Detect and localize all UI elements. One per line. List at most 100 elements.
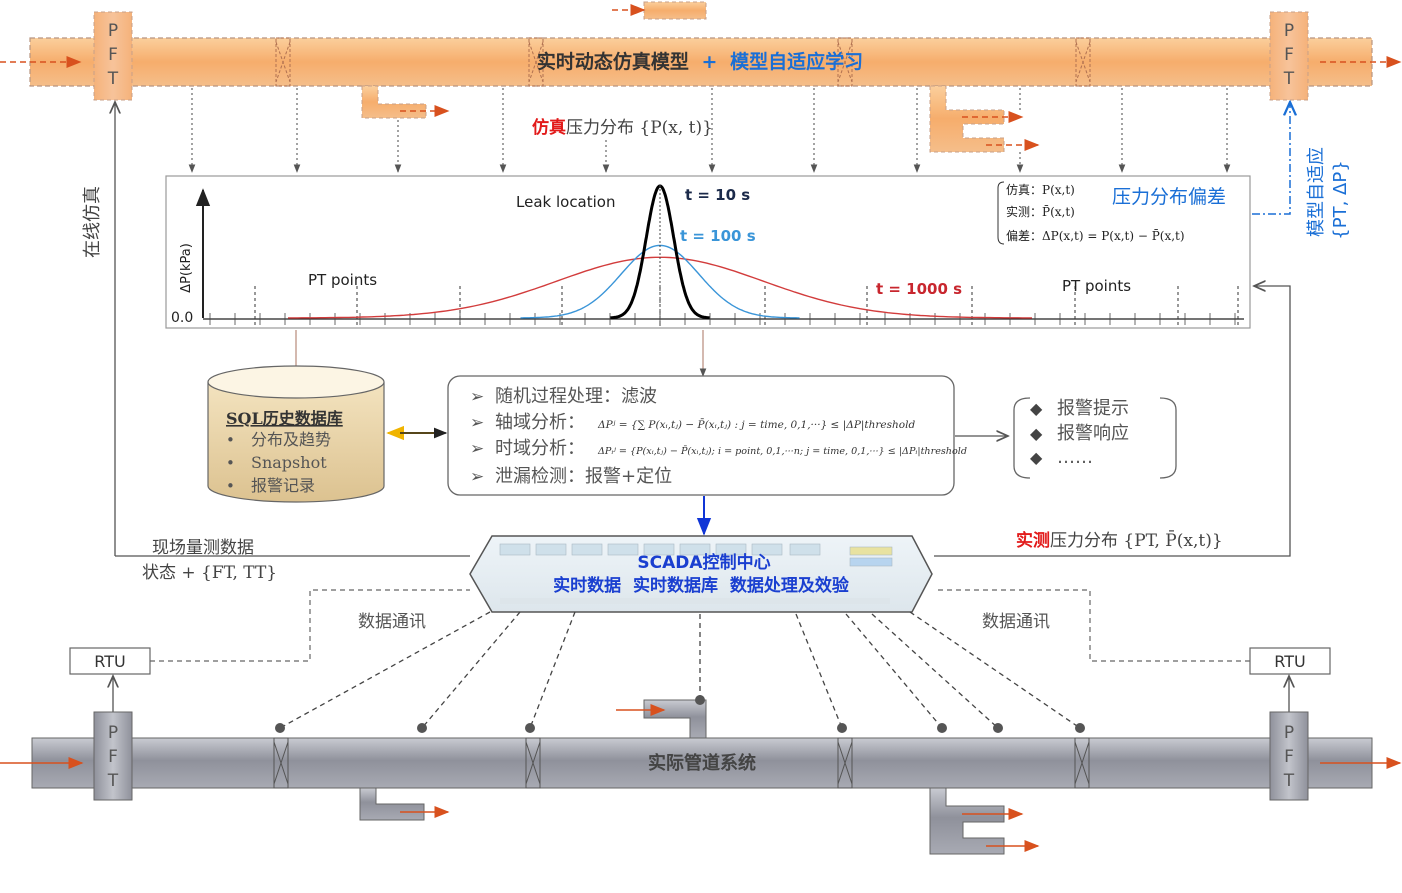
series-label-t100: t = 100 s (680, 227, 756, 245)
analysis-item: 时域分析： (495, 438, 585, 459)
analysis-bullet: ➢ (470, 439, 484, 459)
formula-dev: 偏差：ΔP(x,t) = P(x,t) − P̄(x,t) (1006, 228, 1185, 243)
analysis-bullet: ➢ (470, 467, 484, 487)
alarm-bullet: ◆ (1030, 399, 1043, 418)
pft-letter: P (108, 21, 118, 41)
formula-sim: 仿真：P(x,t) (1006, 183, 1075, 197)
rtu-right-label: RTU (1274, 652, 1305, 671)
db-item: 分布及趋势 (251, 430, 331, 449)
sensor-dot (695, 695, 705, 705)
pipe-top-branch (643, 699, 707, 739)
top-branch-stub (643, 1, 707, 20)
axis-domain-formula: ΔPʲ = {∑ P(xᵢ,tⱼ) − P̄(xᵢ,tⱼ) : j = time… (597, 418, 915, 432)
pipeline-label: 实际管道系统 (648, 752, 756, 774)
adaptive-label-line2: {PT, ΔP} (1330, 160, 1351, 239)
pft-letter: T (1283, 771, 1295, 791)
sim-pft-right-letters: P F T (1283, 21, 1295, 89)
pft-letter: T (107, 771, 119, 791)
field-data-line2: 状态 + {FT, TT} (142, 563, 277, 583)
analysis-box: ➢ 随机过程处理：滤波 ➢ 轴域分析： ΔPʲ = {∑ P(xᵢ,tⱼ) − … (447, 375, 967, 496)
chart-frame (165, 175, 1251, 329)
sim-pft-right (1269, 11, 1309, 101)
pipe-branch-left (359, 787, 425, 821)
sensor-lines (279, 611, 1081, 729)
alarm-item: 报警提示 (1057, 398, 1129, 419)
sim-pft-left-letters: P F T (107, 21, 119, 89)
chart-legend-title: 压力分布偏差 (1112, 186, 1226, 208)
series-label-t1000: t = 1000 s (876, 280, 962, 298)
chart-ylabel: ΔP(kPa) (179, 243, 194, 293)
sim-to-chart-arrows (188, 88, 1231, 173)
scada-subtitle: 实时数据 实时数据库 数据处理及效验 (553, 575, 850, 596)
pft-letter: T (107, 69, 119, 89)
db-bullet: • (226, 477, 235, 495)
pft-letter: F (1284, 747, 1294, 767)
pft-letter: P (1284, 21, 1294, 41)
alarm-bullet: ◆ (1030, 448, 1043, 467)
alarm-item: 报警响应 (1057, 423, 1129, 444)
sensor-dot (275, 723, 285, 733)
db-bullet: • (226, 431, 235, 449)
adaptive-label-line1: 模型自适应 (1306, 147, 1327, 237)
analysis-item: 随机过程处理：滤波 (495, 386, 657, 407)
comm-label-right: 数据通讯 (982, 612, 1050, 632)
analysis-bullet: ➢ (470, 413, 484, 433)
pft-letter: T (1283, 69, 1295, 89)
pipe-pft-right (1269, 711, 1309, 801)
sql-database: SQL历史数据库 • 分布及趋势 • Snapshot • 报警记录 (207, 365, 385, 503)
comm-label-left: 数据通讯 (358, 612, 426, 632)
analysis-bullet: ➢ (470, 387, 484, 407)
sensor-dot (993, 723, 1003, 733)
time-domain-formula: ΔPᵢʲ = {P(xᵢ,tⱼ) − P̄(xᵢ,tⱼ); i = point,… (597, 445, 967, 457)
leak-location-label: Leak location (516, 193, 616, 211)
chart-zero-label: 0.0 (171, 310, 193, 326)
scada-title: SCADA控制中心 (637, 552, 770, 573)
simulation-model-pipe: P F T P F T 实时动态仿真模型 + 模型自适应学习 (0, 1, 1402, 153)
comm-line-right (934, 589, 1250, 662)
sim-valves (275, 37, 1091, 87)
pft-letter: P (1284, 723, 1294, 743)
scada-screens (499, 543, 893, 604)
db-title: SQL历史数据库 (226, 409, 343, 428)
pft-letter: F (1284, 45, 1294, 65)
series-label-t10: t = 10 s (685, 186, 750, 204)
rtu-left: RTU (69, 647, 151, 675)
field-data-line1: 现场量测数据 (152, 538, 254, 558)
formula-meas: 实测：P̄(x,t) (1006, 204, 1075, 219)
pt-points-right-label: PT points (1062, 277, 1131, 295)
pipe-valves (273, 737, 1090, 789)
db-item: 报警记录 (251, 476, 315, 495)
db-bullet: • (226, 454, 235, 472)
sensor-dot (937, 723, 947, 733)
online-sim-label: 在线仿真 (82, 186, 103, 258)
alarm-bullet: ◆ (1030, 424, 1043, 443)
pft-letter: P (108, 723, 118, 743)
analysis-item: 轴域分析： (495, 412, 585, 433)
measured-dist-line (934, 286, 1291, 557)
pipe-branch-right (929, 787, 1005, 855)
pipe-pft-right-letters: P F T (1283, 723, 1295, 791)
pressure-chart: ΔP(kPa) 0.0 Leak location PT points PT p… (165, 175, 1251, 329)
pipe-pft-left (93, 711, 133, 801)
sensor-dot (417, 723, 427, 733)
pt-points-left-label: PT points (308, 271, 377, 289)
comm-line-left (150, 589, 470, 662)
sim-model-title: 实时动态仿真模型 + 模型自适应学习 (537, 50, 863, 73)
sim-pipe-body (29, 37, 1373, 87)
sensor-dot (837, 723, 847, 733)
rtu-right: RTU (1249, 647, 1331, 675)
sensor-dot (525, 723, 535, 733)
pipe-pft-left-letters: P F T (107, 723, 119, 791)
sim-pressure-dist-label: 仿真压力分布 {P(x, t)} (532, 117, 713, 138)
scada-center: SCADA控制中心 实时数据 实时数据库 数据处理及效验 (469, 535, 933, 613)
measured-dist-label: 实测压力分布 {PT, P̄(x,t)} (1016, 529, 1223, 551)
adaptive-learning-line (1252, 102, 1290, 215)
sim-branch-left (361, 85, 427, 119)
actual-pipeline: P F T P F T 实际管道系统 (0, 699, 1402, 855)
analysis-item: 泄漏检测：报警+定位 (495, 466, 672, 487)
rtu-left-label: RTU (94, 652, 125, 671)
pft-letter: F (108, 747, 118, 767)
alarm-list: ◆ 报警提示 ◆ 报警响应 ◆ …… (1013, 397, 1177, 479)
